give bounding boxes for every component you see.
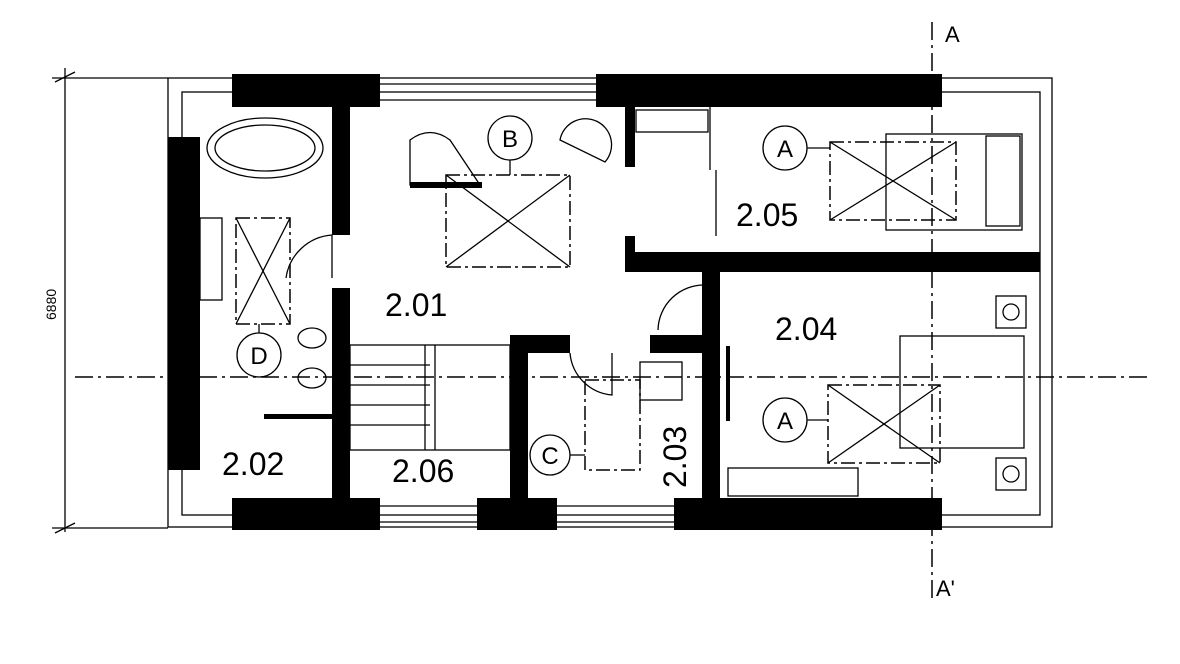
room-2-04: 2.04	[775, 311, 837, 347]
room-2-05: 2.05	[736, 197, 798, 233]
outer-outline	[167, 77, 1053, 528]
windows	[380, 83, 674, 523]
furniture	[199, 109, 1027, 497]
dimension-line	[52, 68, 168, 534]
section-label-bottom: A'	[936, 576, 955, 601]
inner-outline	[181, 91, 1041, 516]
svg-text:A: A	[777, 136, 793, 163]
marker-a-204: A	[762, 397, 828, 443]
stairs	[349, 344, 511, 451]
marker-d: D	[236, 324, 282, 378]
marker-a-205: A	[762, 125, 830, 171]
room-2-01: 2.01	[385, 287, 447, 323]
room-2-06: 2.06	[392, 453, 454, 489]
room-2-02: 2.02	[222, 446, 284, 482]
room-2-03: 2.03	[657, 426, 693, 488]
svg-text:C: C	[541, 443, 558, 470]
svg-text:A: A	[777, 408, 793, 435]
walls	[168, 74, 1040, 530]
marker-b: B	[487, 115, 533, 175]
marker-c: C	[529, 434, 585, 476]
section-label-top: A	[945, 22, 960, 47]
svg-text:B: B	[502, 126, 518, 153]
dimension-text: 6880	[43, 289, 59, 320]
svg-text:D: D	[250, 343, 267, 370]
